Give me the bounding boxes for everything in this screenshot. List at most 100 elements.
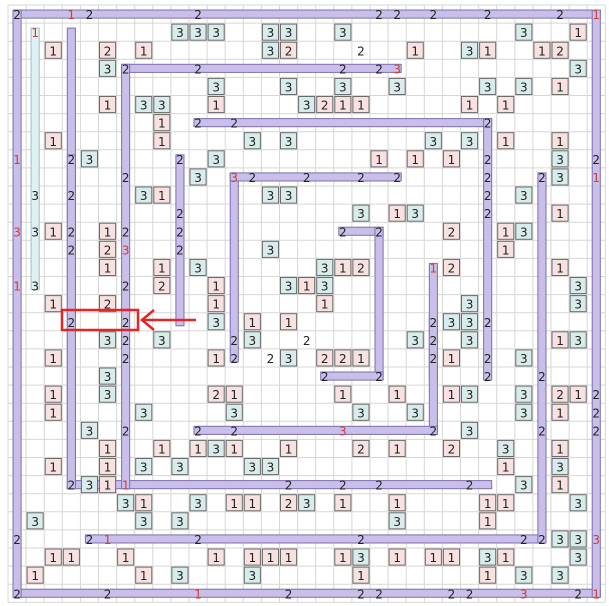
clue-cell[interactable]: 2	[316, 349, 334, 367]
clue-cell[interactable]: 2	[484, 370, 492, 384]
clue-cell[interactable]: 1	[497, 458, 515, 476]
clue-cell[interactable]: 3	[171, 458, 189, 476]
clue-cell[interactable]: 2	[538, 533, 546, 547]
clue-cell[interactable]: 2	[375, 62, 383, 76]
clue-cell[interactable]: 1	[207, 295, 225, 313]
clue-cell[interactable]: 1	[442, 548, 460, 566]
clue-cell[interactable]: 3	[261, 240, 279, 258]
clue-cell[interactable]: 2	[442, 439, 460, 457]
clue-cell[interactable]: 2	[122, 334, 130, 348]
clue-cell[interactable]: 1	[225, 385, 243, 403]
clue-cell[interactable]: 2	[393, 8, 401, 22]
clue-cell[interactable]: 2	[68, 225, 76, 239]
clue-cell[interactable]: 1	[31, 26, 39, 40]
clue-cell[interactable]: 1	[99, 439, 117, 457]
clue-cell[interactable]: 1	[44, 41, 62, 59]
clue-cell[interactable]: 1	[424, 548, 442, 566]
clue-cell[interactable]: 3	[424, 132, 442, 150]
clue-cell[interactable]: 1	[44, 548, 62, 566]
clue-cell[interactable]: 3	[352, 548, 370, 566]
clue-cell[interactable]: 2	[484, 207, 492, 221]
clue-cell[interactable]: 2	[520, 533, 528, 547]
clue-cell[interactable]: 2	[194, 8, 202, 22]
clue-cell[interactable]: 1	[352, 566, 370, 584]
clue-cell[interactable]: 2	[442, 258, 460, 276]
clue-cell[interactable]: 3	[135, 96, 153, 114]
clue-cell[interactable]: 2	[104, 587, 112, 601]
clue-cell[interactable]: 1	[189, 439, 207, 457]
clue-cell[interactable]: 2	[375, 225, 383, 239]
clue-cell[interactable]: 1	[442, 385, 460, 403]
clue-cell[interactable]: 1	[569, 385, 587, 403]
clue-cell[interactable]: 2	[285, 587, 293, 601]
clue-cell[interactable]: 3	[189, 258, 207, 276]
clue-cell[interactable]: 3	[515, 385, 533, 403]
clue-cell[interactable]: 2	[556, 8, 564, 22]
clue-cell[interactable]: 3	[80, 150, 99, 168]
clue-cell[interactable]: 3	[352, 403, 370, 421]
clue-cell[interactable]: 1	[280, 548, 298, 566]
clue-cell[interactable]: 2	[280, 41, 298, 59]
clue-cell[interactable]: 3	[230, 171, 238, 185]
clue-cell[interactable]: 2	[176, 153, 184, 167]
clue-cell[interactable]: 3	[388, 77, 406, 96]
clue-cell[interactable]: 1	[442, 349, 460, 367]
clue-cell[interactable]: 3	[569, 277, 587, 295]
clue-cell[interactable]: 3	[135, 403, 153, 421]
clue-cell[interactable]: 3	[189, 494, 207, 512]
clue-cell[interactable]: 3	[135, 458, 153, 476]
clue-cell[interactable]: 1	[13, 153, 21, 167]
clue-cell[interactable]: 2	[122, 424, 130, 438]
clue-cell[interactable]: 2	[592, 424, 600, 438]
clue-cell[interactable]: 2	[68, 243, 76, 257]
clue-cell[interactable]: 3	[515, 186, 533, 204]
clue-cell[interactable]: 3	[461, 385, 479, 403]
clue-cell[interactable]: 1	[104, 533, 112, 547]
clue-cell[interactable]: 2	[13, 587, 21, 601]
clue-cell[interactable]: 2	[285, 479, 293, 493]
clue-cell[interactable]: 3	[515, 77, 533, 96]
clue-cell[interactable]: 3	[31, 225, 39, 239]
clue-cell[interactable]: 3	[406, 403, 424, 421]
clue-cell[interactable]: 1	[388, 494, 406, 512]
clue-cell[interactable]: 3	[551, 566, 569, 584]
clue-cell[interactable]: 2	[194, 62, 202, 76]
clue-cell[interactable]: 2	[267, 352, 275, 366]
clue-cell[interactable]: 3	[207, 439, 225, 457]
clue-cell[interactable]: 3	[520, 587, 528, 601]
clue-cell[interactable]: 2	[86, 8, 94, 22]
clue-cell[interactable]: 3	[442, 313, 460, 331]
clue-cell[interactable]: 1	[334, 258, 352, 276]
clue-cell[interactable]: 2	[303, 171, 311, 185]
clue-cell[interactable]: 1	[551, 439, 569, 457]
clue-cell[interactable]: 1	[44, 385, 62, 403]
clue-cell[interactable]: 2	[230, 424, 238, 438]
clue-cell[interactable]: 1	[207, 548, 225, 566]
clue-cell[interactable]: 2	[207, 385, 225, 403]
clue-cell[interactable]: 3	[171, 566, 189, 584]
clue-cell[interactable]: 1	[406, 150, 424, 168]
clue-cell[interactable]: 2	[280, 494, 298, 512]
clue-cell[interactable]: 2	[194, 533, 202, 547]
clue-cell[interactable]: 2	[176, 243, 184, 257]
clue-cell[interactable]: 3	[171, 23, 189, 41]
clue-cell[interactable]: 3	[497, 439, 515, 457]
clue-cell[interactable]: 3	[334, 77, 352, 96]
clue-cell[interactable]: 1	[551, 476, 569, 494]
clue-cell[interactable]: 3	[479, 77, 497, 96]
clue-cell[interactable]: 3	[515, 476, 533, 494]
clue-cell[interactable]: 1	[99, 222, 117, 240]
clue-cell[interactable]: 3	[99, 367, 117, 385]
clue-cell[interactable]: 3	[515, 403, 533, 421]
clue-cell[interactable]: 2	[357, 587, 365, 601]
clue-cell[interactable]: 3	[551, 458, 569, 476]
clue-cell[interactable]: 1	[551, 258, 569, 276]
clue-cell[interactable]: 2	[230, 352, 238, 366]
clue-cell[interactable]: 2	[249, 171, 257, 185]
clue-cell[interactable]: 2	[574, 587, 582, 601]
clue-cell[interactable]: 1	[99, 476, 117, 494]
clue-cell[interactable]: 2	[484, 189, 492, 203]
clue-cell[interactable]: 1	[388, 385, 406, 403]
clue-cell[interactable]: 3	[339, 424, 347, 438]
clue-cell[interactable]: 2	[352, 439, 370, 457]
